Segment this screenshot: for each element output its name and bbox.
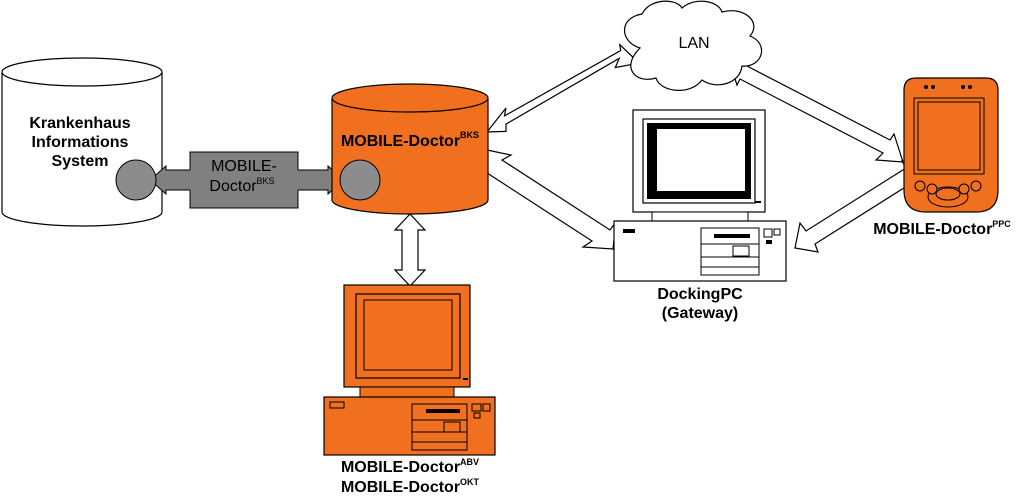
bks-connector-line2: DoctorBKS	[209, 176, 274, 195]
server-connector-circle	[339, 159, 381, 201]
pda-label: MOBILE-DoctorPPC	[873, 219, 1011, 238]
pda-label-sup: PPC	[992, 219, 1011, 229]
docking-pc-label-line1: DockingPC	[657, 286, 743, 303]
kis-label-line3: System	[52, 153, 109, 170]
workstation-label-line1-base: MOBILE-Doctor	[341, 459, 460, 476]
bks-server-label-sup: BKS	[460, 130, 479, 140]
workstation-label-line1-sup: ABV	[460, 457, 479, 467]
kis-label-line1: Krankenhaus	[29, 115, 130, 132]
workstation-label-line2: MOBILE-DoctorOKT	[341, 477, 480, 496]
kis-connector-circle	[115, 159, 157, 201]
kis-database: Krankenhaus Informations System	[1, 57, 163, 227]
bks-connector-line2-sup: BKS	[257, 176, 275, 186]
bks-server-label-base: MOBILE-Doctor	[341, 133, 460, 150]
arrow-server-docking	[480, 149, 617, 250]
bks-connector-line1: MOBILE-	[211, 158, 277, 175]
arrow-server-lan	[485, 43, 641, 133]
workstation-computer	[323, 284, 496, 456]
kis-label-line2: Informations	[32, 134, 129, 151]
workstation-label-line1: MOBILE-DoctorABV	[341, 457, 479, 476]
workstation-label-line2-sup: OKT	[460, 477, 480, 487]
bks-connector-arrow: MOBILE- DoctorBKS	[149, 151, 345, 209]
pda-label-base: MOBILE-Doctor	[873, 221, 992, 238]
docking-pc-label-line2: (Gateway)	[662, 305, 738, 322]
pda-device	[903, 77, 999, 213]
workstation-label-line2-base: MOBILE-Doctor	[341, 479, 460, 496]
docking-pc	[613, 109, 787, 282]
arrow-server-workstation	[393, 213, 427, 287]
lan-label: LAN	[678, 35, 709, 52]
bks-connector-line2-base: Doctor	[209, 178, 257, 195]
lan-cloud: LAN	[624, 0, 763, 91]
bks-server-label: MOBILE-DoctorBKS	[341, 130, 479, 150]
